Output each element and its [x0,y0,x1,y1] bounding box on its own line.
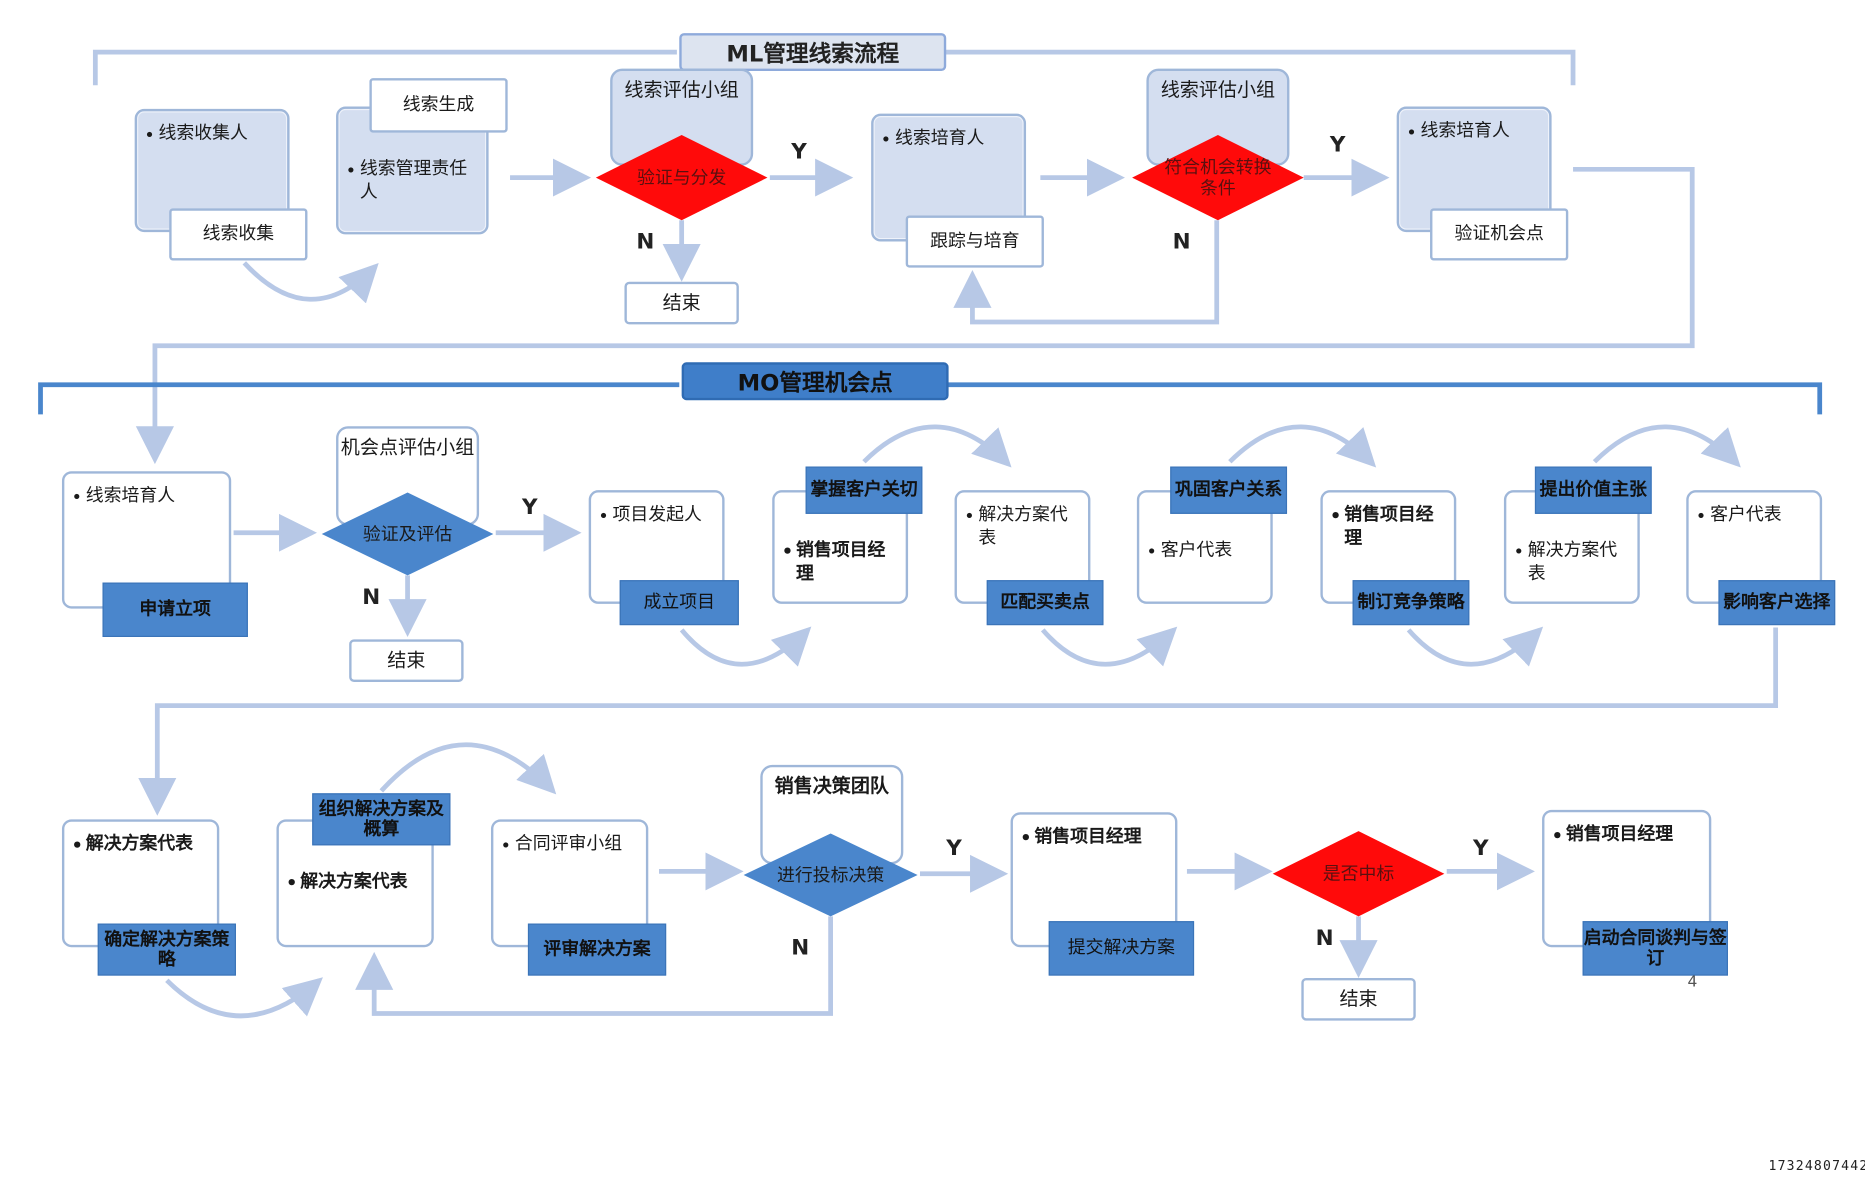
serial-number: 17324807442 [1768,1157,1865,1174]
mo-pm1-top: 掌握客户关切 [805,466,923,514]
ml-eval2-no: N [1172,229,1191,255]
r3-pm1-role: 销售项目经理 [1034,825,1142,847]
r3-decision-no: N [791,935,810,961]
curve-collect [242,261,379,304]
ml-nurture-action: 跟踪与培育 [905,215,1044,268]
mo-eval-diamond [321,492,494,576]
r3-end: 结束 [1301,977,1416,1021]
ml-eval2-yes: Y [1329,132,1346,158]
ml-nurture2-role: 线索培育人 [1420,119,1510,141]
ml-eval2-decision: 符合机会转换条件 [1164,156,1272,199]
ml-owner-role: 线索管理责任人 [359,157,468,203]
ml-nurture-role: 线索培育人 [894,126,985,148]
r3-win-no: N [1315,925,1334,951]
mo-eval-no: N [362,584,381,610]
mo-eval-decision: 验证及评估 [362,523,453,545]
mo-pm2-card: •销售项目经理 [1320,490,1457,604]
ml-collector-action: 线索收集 [169,208,308,261]
mo-pm2-action: 制订竞争策略 [1352,580,1470,626]
curve-r2-2 [862,424,1012,468]
mo-eval-yes: Y [521,494,538,520]
ml-eval1-no: N [636,229,655,255]
mo-sol1-action: 匹配买卖点 [986,580,1104,626]
r3-pm1-action: 提交解决方案 [1048,921,1195,976]
r3-win-diamond [1272,831,1445,917]
r3-win-yes: Y [1472,835,1489,861]
mo-cust1-role: 客户代表 [1160,538,1233,561]
curve-r2-6 [1592,424,1741,468]
ml-owner-action: 线索生成 [369,78,508,133]
mo-end: 结束 [349,639,464,682]
r3-decision-diamond [743,833,918,917]
r3-pm2-role: 销售项目经理 [1565,822,1674,845]
mo-band-bracket [38,382,1823,415]
curve-r2-1 [679,626,812,667]
ml-eval2-diamond [1132,134,1304,221]
mo-sol1-role: 解决方案代表 [978,503,1068,549]
curve-r3-2 [379,742,557,795]
ml-collector-role: 线索收集人 [158,121,248,144]
mo-project-role: 项目发起人 [612,503,702,525]
r3-sol2-role: 解决方案代表 [300,870,408,892]
r3-sol2-top: 组织解决方案及概算 [312,793,451,846]
curve-r2-5 [1406,626,1544,667]
page-number: 4 [1687,973,1698,992]
link-row2-row3 [138,627,1779,816]
r3-decision-yes: Y [946,835,962,861]
r3-sol1-role: 解决方案代表 [85,832,194,854]
mo-band-title: MO管理机会点 [681,362,949,401]
r3-decision-label: 进行投标决策 [776,864,885,886]
mo-sol2-role: 解决方案代表 [1527,538,1618,585]
r3-review-role: 合同评审小组 [514,832,623,854]
mo-cust2-action: 影响客户选择 [1718,580,1836,626]
r3-pm2-action: 启动合同谈判与签订 [1582,921,1728,976]
mo-project-action: 成立项目 [619,580,739,626]
curve-r2-3 [1040,626,1178,667]
mo-pm2-role: 销售项目经理 [1344,503,1434,549]
curve-r2-4 [1228,424,1377,468]
r3-sol1-action: 确定解决方案策略 [97,923,236,976]
loop-decision-back [355,916,833,1016]
loop-eval2-back [953,220,1220,325]
r3-win-label: 是否中标 [1322,863,1395,885]
mo-sol2-top: 提出价值主张 [1534,466,1652,514]
curve-r3-1 [165,977,323,1019]
ml-nurture2-action: 验证机会点 [1430,208,1569,261]
ml-band-title: ML管理线索流程 [679,33,947,72]
ml-band-bracket [92,49,1576,86]
mo-apply-role: 线索培育人 [85,484,176,506]
ml-eval1-diamond [595,134,768,221]
r3-review-action: 评审解决方案 [527,923,667,976]
mo-pm1-role: 销售项目经理 [796,538,886,585]
ml-eval1-decision: 验证与分发 [636,166,727,189]
mo-apply-action: 申请立项 [102,582,248,637]
ml-eval1-yes: Y [791,139,807,165]
ml-end-1: 结束 [624,281,739,325]
mo-cust2-role: 客户代表 [1710,503,1782,525]
mo-cust1-top: 巩固客户关系 [1170,466,1288,514]
